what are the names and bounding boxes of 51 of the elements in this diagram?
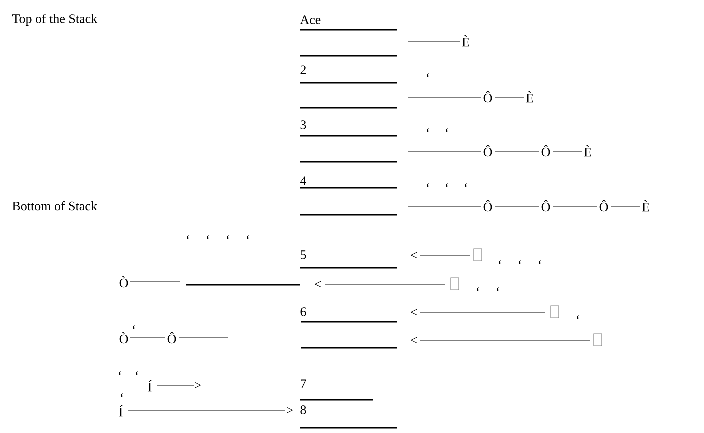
glyph: ‘ [121, 394, 124, 397]
glyph: < [410, 252, 418, 259]
glyph: Ô [542, 200, 550, 212]
glyph: < [410, 309, 418, 316]
glyph: ‘ [119, 372, 122, 375]
glyph: ‘ [427, 128, 430, 132]
heading-text: Bottom of Stack [12, 201, 98, 211]
card-label: 6 [300, 308, 306, 316]
glyph: ‘ [519, 260, 522, 264]
glyph: ‘ [227, 236, 230, 239]
glyph: ‘ [446, 184, 448, 187]
glyph: Ò [120, 276, 128, 288]
glyph: ‘ [427, 184, 430, 187]
card-label: Ace [300, 16, 321, 24]
glyph: È [462, 35, 470, 47]
glyph: Í [119, 405, 123, 417]
card-label: 8 [300, 406, 306, 414]
glyph: Ô [484, 200, 492, 212]
glyph: È [526, 91, 534, 103]
card-label: 7 [301, 380, 306, 388]
glyph: ‘ [427, 74, 430, 77]
glyph: ‘ [247, 236, 250, 239]
glyph: Ô [484, 91, 492, 103]
glyph: È [642, 200, 650, 212]
glyph: Ô [168, 332, 176, 344]
glyph: Ô [484, 145, 492, 157]
glyph: Ô [600, 200, 608, 212]
glyph: ‘ [465, 184, 468, 187]
glyph: Ô [542, 145, 550, 157]
glyph: ‘ [136, 372, 138, 375]
glyph: ‘ [577, 316, 580, 319]
heading-text: Top of the Stack [12, 14, 98, 26]
card-label: 5 [300, 250, 306, 260]
glyph: ‘ [497, 288, 500, 291]
glyph: ‘ [539, 260, 542, 264]
glyph: ‘ [133, 326, 136, 329]
card-label: 3 [300, 120, 306, 130]
card-label: 4 [300, 176, 306, 186]
glyph: > [287, 407, 294, 414]
glyph: Í [148, 380, 152, 392]
glyph: ‘ [499, 260, 502, 264]
glyph: ‘ [207, 236, 210, 239]
glyph: < [410, 337, 418, 344]
glyph: È [584, 145, 592, 157]
card-label: 2 [300, 66, 306, 74]
glyph: ‘ [477, 288, 480, 291]
glyph: ‘ [446, 128, 448, 132]
glyph: < [314, 281, 322, 288]
glyph: > [195, 382, 202, 389]
glyph: ‘ [187, 236, 190, 239]
glyph: Ò [120, 332, 128, 344]
